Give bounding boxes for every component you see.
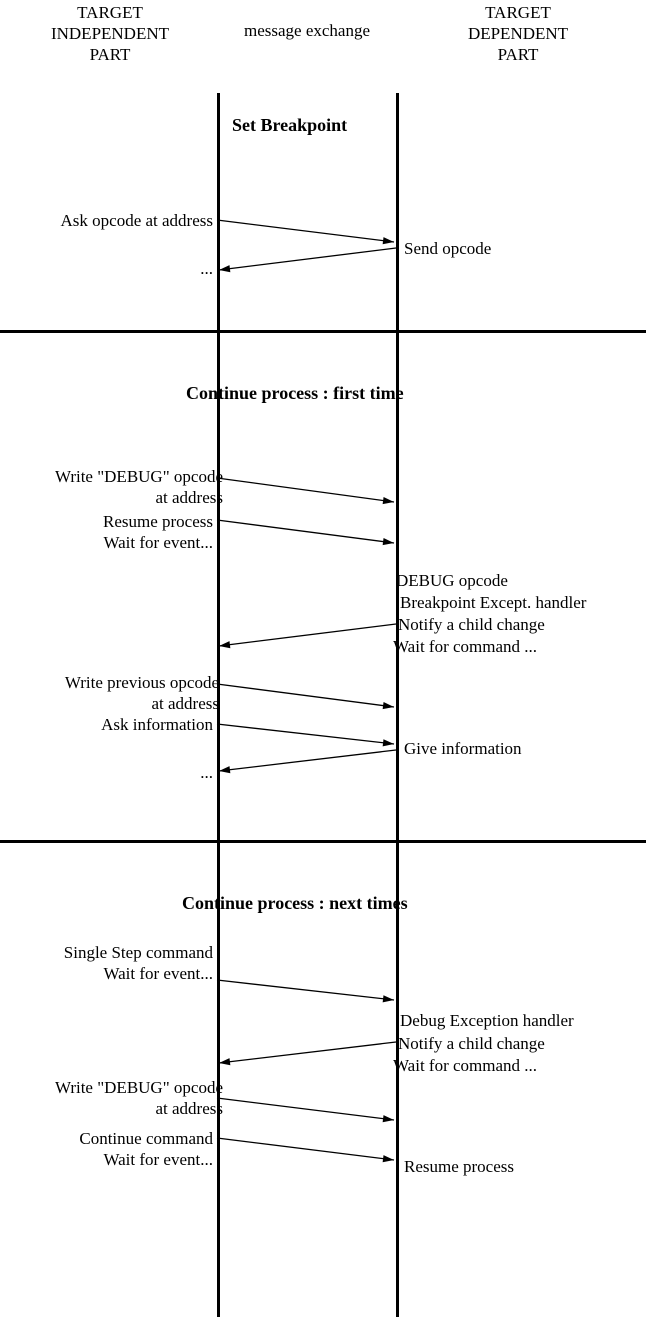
message-label-single-step-command: Single Step command Wait for event... xyxy=(63,943,213,983)
message-label-ask-opcode: Ask opcode at address xyxy=(60,211,214,230)
message-arrow-send-opcode xyxy=(218,247,397,273)
column-header-target-independent: TARGET INDEPENDENT PART xyxy=(50,3,170,64)
message-arrow-write-previous-opcode xyxy=(216,683,395,710)
message-label-breakpoint-except-handler: Breakpoint Except. handler xyxy=(400,593,587,612)
message-label-resume-process-1: Resume process Wait for event... xyxy=(102,512,213,552)
message-label-ask-information: Ask information xyxy=(101,715,213,734)
message-arrow-single-step-command xyxy=(216,979,395,1003)
message-label-ellipsis-2: ... xyxy=(200,763,213,782)
section-divider-set-breakpoint xyxy=(0,330,646,333)
message-arrow-give-information xyxy=(218,749,397,774)
section-title-continue-next-times: Continue process : next times xyxy=(182,893,408,913)
message-label-debug-exception-handler: Debug Exception handler xyxy=(400,1011,574,1030)
message-label-wait-for-command-2: Wait for command ... xyxy=(393,1056,538,1075)
message-arrow-resume-process-1 xyxy=(216,519,395,546)
message-label-debug-opcode-block: DEBUG opcode xyxy=(396,571,508,590)
message-label-write-previous-opcode: Write previous opcode at address xyxy=(64,673,219,713)
message-label-resume-process-2: Resume process xyxy=(404,1157,515,1176)
message-label-notify-child-change-2: Notify a child change xyxy=(398,1034,545,1053)
section-title-continue-first-time: Continue process : first time xyxy=(186,383,404,403)
message-arrow-write-debug-opcode-1 xyxy=(216,477,395,505)
section-title-set-breakpoint: Set Breakpoint xyxy=(232,115,348,135)
message-label-continue-command: Continue command Wait for event... xyxy=(79,1129,213,1169)
message-label-wait-for-command-1: Wait for command ... xyxy=(393,637,538,656)
message-label-write-debug-opcode-1: Write "DEBUG" opcode at address xyxy=(54,467,223,507)
message-label-write-debug-opcode-2: Write "DEBUG" opcode at address xyxy=(54,1078,223,1118)
message-arrow-ask-opcode xyxy=(216,219,395,245)
column-header-message-exchange: message exchange xyxy=(243,21,371,40)
message-arrow-continue-command xyxy=(216,1137,395,1163)
message-arrow-write-debug-opcode-2 xyxy=(216,1097,395,1123)
message-label-give-information: Give information xyxy=(404,739,522,758)
message-label-ellipsis-1: ... xyxy=(200,259,213,278)
section-divider-continue-first-time xyxy=(0,840,646,843)
message-label-notify-child-change-1: Notify a child change xyxy=(398,615,545,634)
message-arrow-notify-child-change-1 xyxy=(218,623,397,649)
column-header-target-dependent: TARGET DEPENDENT PART xyxy=(467,3,569,64)
message-label-send-opcode: Send opcode xyxy=(404,239,492,258)
message-arrow-ask-information xyxy=(216,723,395,747)
message-arrow-notify-child-change-2 xyxy=(218,1041,397,1066)
lifeline-right xyxy=(396,93,399,1317)
